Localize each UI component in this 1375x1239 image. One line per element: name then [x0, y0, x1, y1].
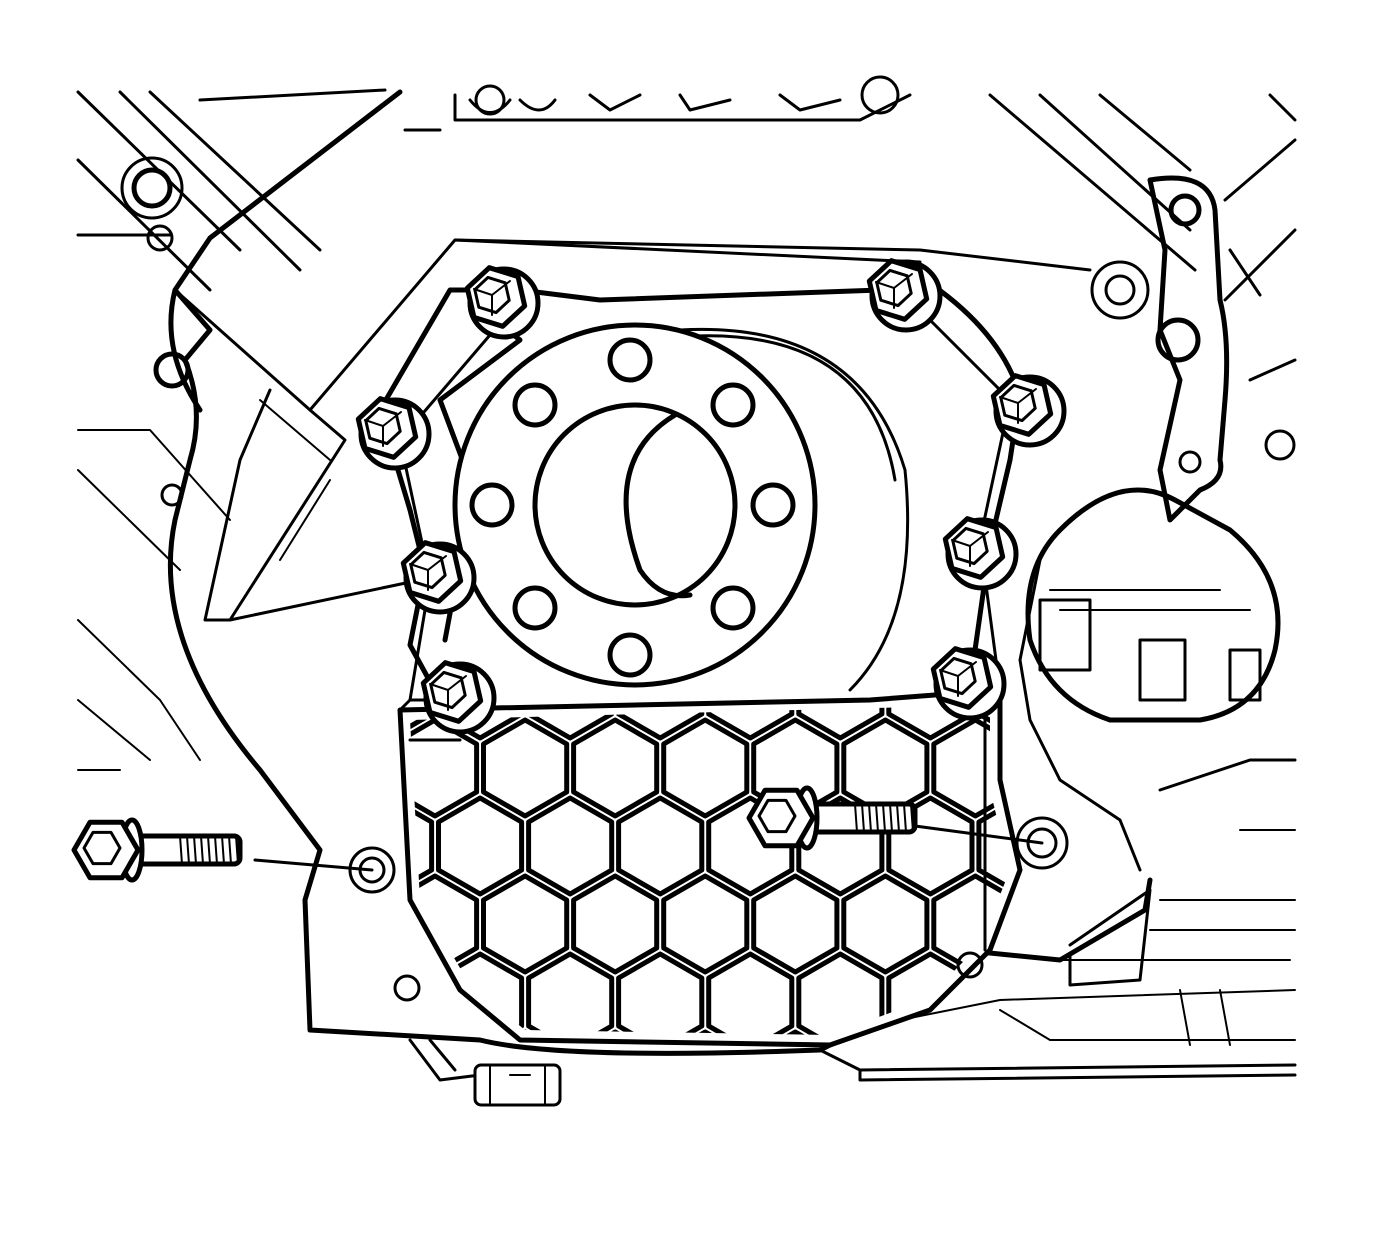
flange-bolt	[400, 540, 477, 615]
hex-cell	[931, 717, 1010, 819]
engine-block-right-structure	[988, 93, 1297, 931]
flange-bolt	[464, 265, 541, 340]
hex-cell	[886, 705, 975, 741]
engine-block-left-structure	[76, 88, 387, 771]
hex-cell	[661, 717, 750, 819]
hex-cell	[481, 717, 570, 819]
hex-cell	[976, 795, 1010, 897]
hex-cell	[751, 873, 840, 975]
crankshaft-hub	[452, 322, 910, 692]
hex-cell	[706, 705, 795, 741]
removed-bolt	[71, 817, 374, 883]
hex-cell	[526, 951, 615, 1035]
leader-line	[253, 858, 374, 872]
hex-cell	[796, 951, 885, 1035]
sensor-connector	[408, 1038, 562, 1107]
hex-cell	[526, 795, 615, 897]
hex-cell	[661, 1029, 750, 1035]
hex-cell	[1114, 1032, 1197, 1128]
flange-bolt	[420, 660, 497, 735]
hex-cell	[1114, 720, 1197, 816]
removed-bolt	[746, 785, 1044, 851]
hex-cell	[410, 705, 435, 741]
rear-cover-housing-outline	[167, 89, 1153, 1056]
hex-cell	[796, 705, 885, 741]
leader-line	[913, 824, 1044, 845]
hex-cell	[481, 873, 570, 975]
hex-cell	[571, 1029, 660, 1035]
flange-bolt	[990, 373, 1067, 448]
hex-cell	[410, 795, 435, 897]
hub-bolt-holes	[469, 337, 796, 678]
oil-pan-baffle	[397, 687, 1197, 1128]
hex-cell	[706, 951, 795, 1035]
hex-cell	[661, 873, 750, 975]
flange-bolts	[355, 258, 1067, 735]
hex-cell	[571, 873, 660, 975]
oil-pan-lower-edge	[818, 888, 1297, 1082]
removed-bolts	[71, 785, 1044, 883]
flange-bolt	[930, 646, 1007, 721]
hex-cell	[1114, 876, 1197, 972]
hex-cell	[436, 705, 525, 741]
hex-cell	[1069, 954, 1152, 1050]
hex-cell	[616, 795, 705, 897]
hex-cell	[410, 717, 480, 819]
oil-pump-cutout	[1018, 487, 1297, 872]
flange-bolt	[866, 258, 943, 333]
flange-bolt	[355, 396, 432, 471]
hex-cell	[616, 951, 705, 1035]
hex-cell	[436, 795, 525, 897]
housing-inner-panels	[173, 75, 1092, 622]
hex-cell	[841, 873, 930, 975]
hex-cell	[616, 705, 705, 741]
hex-cell	[1024, 1032, 1107, 1128]
hex-cell	[526, 705, 615, 741]
flange-bolt	[942, 516, 1019, 591]
hex-cell	[571, 717, 660, 819]
